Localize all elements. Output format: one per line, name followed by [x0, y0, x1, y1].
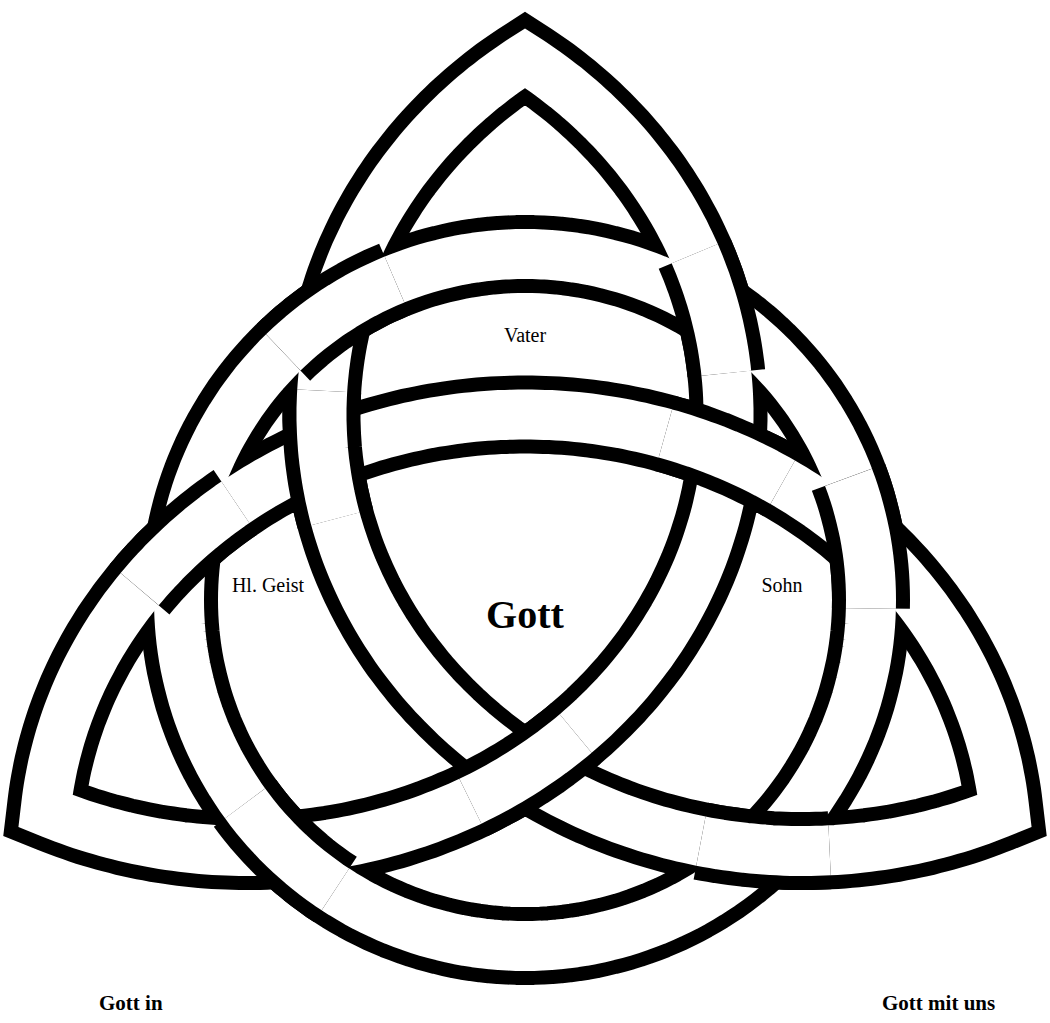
- crossing-outline: [283, 280, 394, 353]
- ring-outline: [179, 254, 871, 946]
- region-label: Vater: [502, 324, 548, 347]
- label-anchor: Gott in: [97, 991, 165, 1015]
- crossing-band: [322, 391, 336, 519]
- crossing-outline: [322, 391, 336, 519]
- region-label: Sohn: [759, 574, 804, 597]
- label-anchor: Sohn: [759, 574, 804, 597]
- crossing-outline: [470, 734, 575, 802]
- caption-note: Gott mit uns: [880, 991, 997, 1015]
- caption-note: Gott in: [97, 991, 165, 1015]
- crossing-outline: [140, 502, 236, 589]
- region-label: Hl. Geist: [230, 574, 306, 597]
- crossing-band: [665, 434, 782, 483]
- label-anchor: Hl. Geist: [230, 574, 306, 597]
- ring-band: [179, 254, 871, 946]
- crossing-band: [849, 477, 872, 608]
- crossing-band: [701, 841, 830, 851]
- crossing-outline: [695, 254, 727, 374]
- crossing-band: [245, 803, 335, 889]
- crossing-band: [140, 502, 236, 589]
- label-anchor: Gott: [484, 592, 566, 638]
- crossing-outline: [245, 803, 335, 889]
- crossing-outline: [701, 841, 830, 851]
- crossing-band: [470, 734, 575, 802]
- label-anchor: Vater: [502, 324, 548, 347]
- center-label: Gott: [484, 592, 566, 638]
- crossing-band: [695, 254, 727, 374]
- crossing-outline: [665, 434, 782, 483]
- crossing-band: [283, 280, 394, 353]
- label-anchor: Gott mit uns: [880, 991, 997, 1015]
- crossing-outline: [849, 477, 872, 608]
